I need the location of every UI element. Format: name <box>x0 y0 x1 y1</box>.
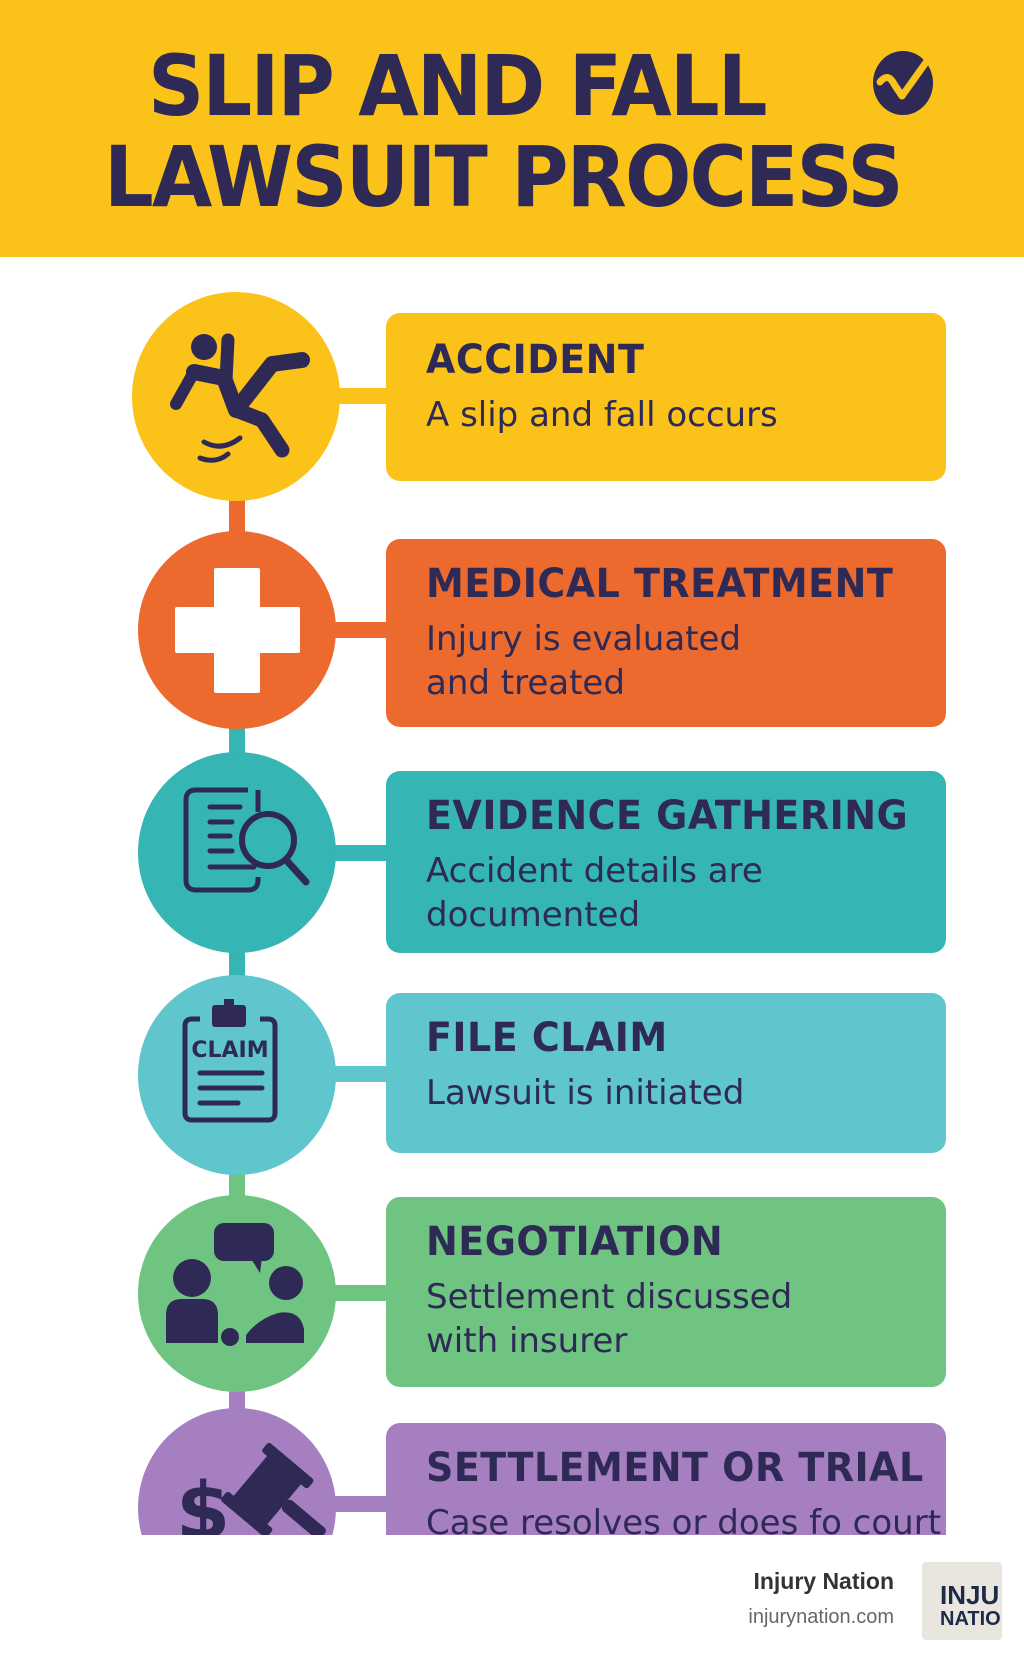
step-title: FILE CLAIM <box>426 1015 668 1061</box>
connector <box>330 1496 390 1512</box>
step-icon-circle <box>138 531 336 729</box>
connector <box>229 725 245 757</box>
brand-url[interactable]: injurynation.com <box>748 1606 894 1628</box>
step-card-accident: ACCIDENT A slip and fall occurs <box>386 313 946 481</box>
logo-text: NATIO <box>940 1608 1001 1630</box>
step-description: A slip and fall occurs <box>426 395 778 435</box>
step-card-settlement-or-trial: SETTLEMENT OR TRIAL Case resolves or doe… <box>386 1423 946 1535</box>
document-search-icon <box>183 787 310 893</box>
check-circle-icon <box>873 50 936 115</box>
title-line-2: LAWSUIT PROCESS <box>104 128 904 226</box>
step-description: Lawsuit is initiated <box>426 1073 745 1113</box>
title-line-1: SLIP AND FALL <box>148 37 768 135</box>
step-icon-circle: $ <box>138 1408 336 1535</box>
connector <box>229 1170 245 1200</box>
svg-text:$: $ <box>176 1467 230 1535</box>
connector <box>229 495 245 540</box>
step-title: NEGOTIATION <box>426 1219 724 1265</box>
dollar-gavel-icon: $ <box>176 1442 326 1535</box>
logo-text: INJU <box>940 1580 1000 1610</box>
header-banner: SLIP AND FALL LAWSUIT PROCESS <box>0 0 1024 257</box>
step-icon-circle <box>138 752 336 953</box>
claim-icon-text: CLAIM <box>191 1038 268 1063</box>
step-description: Case resolves or does fo court <box>426 1503 942 1535</box>
connector <box>330 845 390 861</box>
step-icon-circle <box>132 292 340 501</box>
connector <box>335 388 390 404</box>
step-card-evidence-gathering: EVIDENCE GATHERING Accident details are … <box>386 771 946 953</box>
connector <box>330 1066 390 1082</box>
clipboard-claim-icon: CLAIM <box>182 999 278 1123</box>
step-title: EVIDENCE GATHERING <box>426 793 909 839</box>
step-icon-circle: CLAIM <box>138 975 336 1175</box>
step-icon-circle <box>138 1195 336 1392</box>
brand-logo: INJU NATIO <box>922 1562 1002 1640</box>
step-card-file-claim: FILE CLAIM Lawsuit is initiated <box>386 993 946 1153</box>
medical-cross-icon <box>175 568 300 693</box>
process-timeline: ACCIDENT A slip and fall occurs MEDICAL … <box>132 292 946 1535</box>
connector <box>330 622 390 638</box>
step-description: Settlement discussed with insurer <box>426 1277 793 1361</box>
step-title: SETTLEMENT OR TRIAL <box>426 1445 924 1491</box>
brand-name: Injury Nation <box>753 1568 894 1594</box>
step-title: MEDICAL TREATMENT <box>426 561 894 607</box>
step-card-negotiation: NEGOTIATION Settlement discussed with in… <box>386 1197 946 1387</box>
connector <box>229 1388 245 1412</box>
step-description: Accident details are documented <box>426 851 763 935</box>
connector <box>330 1285 390 1301</box>
step-card-medical-treatment: MEDICAL TREATMENT Injury is evaluated an… <box>386 539 946 727</box>
people-discussion-icon <box>166 1223 304 1346</box>
person-slipping-icon <box>170 333 310 463</box>
step-title: ACCIDENT <box>426 337 645 383</box>
connector <box>229 948 245 980</box>
step-description: Injury is evaluated and treated <box>426 619 741 703</box>
